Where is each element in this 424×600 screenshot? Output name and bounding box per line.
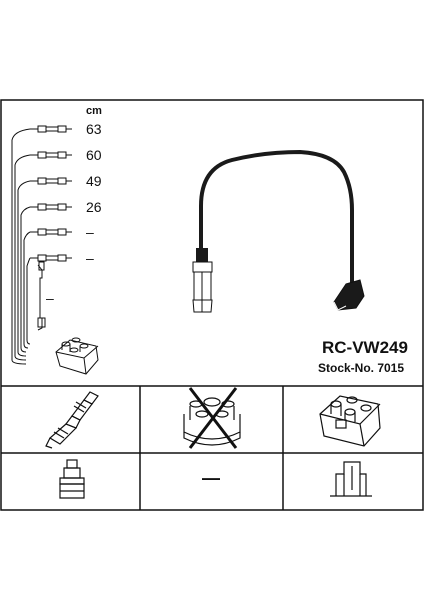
coil-connector-icon xyxy=(330,461,372,497)
connector-row-1 xyxy=(37,125,72,133)
connector-row-2 xyxy=(37,151,72,159)
connector-row-5 xyxy=(37,228,72,236)
connector-row-6 xyxy=(37,254,72,262)
length-value-4: 26 xyxy=(86,199,102,215)
length-value-3: 49 xyxy=(86,173,102,189)
coil-lead-length: – xyxy=(46,290,54,306)
length-value-6: – xyxy=(86,250,94,266)
length-value-1: 63 xyxy=(86,121,102,137)
connector-row-4 xyxy=(37,203,72,211)
plug-terminal-icon xyxy=(59,459,85,499)
part-model: RC-VW249 xyxy=(322,338,408,357)
small-coil-block xyxy=(55,337,99,375)
length-value-2: 60 xyxy=(86,147,102,163)
not-applicable-mark: — xyxy=(202,468,220,488)
cable-set-icon xyxy=(11,125,99,375)
length-unit: cm xyxy=(86,105,102,117)
cross-out-mark xyxy=(188,387,238,449)
stock-number: Stock-No. 7015 xyxy=(318,361,405,375)
coil-pack-icon xyxy=(319,395,381,447)
outer-frame xyxy=(0,99,424,511)
ignition-cable-icon xyxy=(192,149,365,313)
spark-plug-icon xyxy=(45,391,99,449)
connector-row-3 xyxy=(37,177,72,185)
length-value-5: – xyxy=(86,224,94,240)
